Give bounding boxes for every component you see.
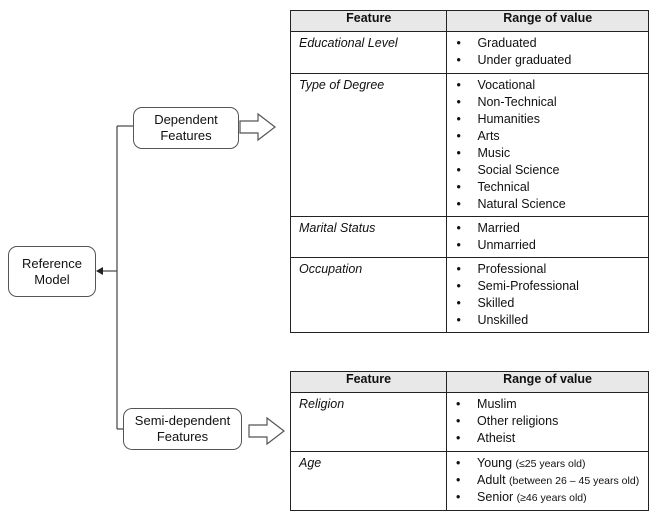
list-item: Non-Technical bbox=[453, 94, 644, 111]
arrowhead-icon bbox=[96, 267, 103, 275]
list-item: Unskilled bbox=[453, 312, 644, 329]
list-item: Professional bbox=[453, 261, 644, 278]
feature-cell: Religion bbox=[289, 392, 448, 452]
table-header-row: Feature Range of value bbox=[289, 10, 649, 32]
age-group-label: Adult bbox=[477, 473, 506, 487]
list-item: Semi-Professional bbox=[453, 278, 644, 295]
table-row: Marital Status Married Unmarried bbox=[289, 216, 649, 258]
values-cell: Graduated Under graduated bbox=[446, 31, 649, 74]
table-row: Type of Degree Vocational Non-Technical … bbox=[289, 73, 649, 217]
dependent-features-label-line2: Features bbox=[160, 128, 212, 143]
age-range-note: (≥46 years old) bbox=[516, 492, 587, 504]
values-cell: Vocational Non-Technical Humanities Arts… bbox=[446, 73, 649, 217]
feature-cell: Occupation bbox=[289, 257, 448, 333]
list-item: Music bbox=[453, 145, 644, 162]
dependent-features-label-line1: Dependent bbox=[154, 112, 218, 127]
feature-cell: Marital Status bbox=[289, 216, 448, 258]
range-column-header: Range of value bbox=[446, 10, 649, 32]
table-header-row: Feature Range of value bbox=[289, 371, 649, 393]
values-cell: Professional Semi-Professional Skilled U… bbox=[446, 257, 649, 333]
semi-dependent-features-table: Feature Range of value Religion Muslim O… bbox=[289, 371, 649, 511]
values-cell: Muslim Other religions Atheist bbox=[446, 392, 649, 452]
list-item: Other religions bbox=[453, 413, 644, 430]
feature-column-header: Feature bbox=[289, 10, 448, 32]
list-item: Vocational bbox=[453, 77, 644, 94]
table-row: Educational Level Graduated Under gradua… bbox=[289, 31, 649, 74]
age-group-label: Young bbox=[477, 456, 513, 470]
list-item: Arts bbox=[453, 128, 644, 145]
list-item: Unmarried bbox=[453, 237, 644, 254]
values-cell: Married Unmarried bbox=[446, 216, 649, 258]
feature-cell: Age bbox=[289, 451, 448, 511]
list-item: Senior (≥46 years old) bbox=[453, 489, 644, 506]
reference-model-label-line2: Model bbox=[34, 271, 70, 287]
dependent-features-table: Feature Range of value Educational Level… bbox=[289, 10, 649, 333]
list-item: Muslim bbox=[453, 396, 644, 413]
range-column-header: Range of value bbox=[446, 371, 649, 393]
list-item: Married bbox=[453, 220, 644, 237]
table-row: Occupation Professional Semi-Professiona… bbox=[289, 257, 649, 333]
list-item: Natural Science bbox=[453, 196, 644, 213]
table-row: Religion Muslim Other religions Atheist bbox=[289, 392, 649, 452]
feature-cell: Type of Degree bbox=[289, 73, 448, 217]
list-item: Social Science bbox=[453, 162, 644, 179]
semi-dependent-features-box: Semi-dependent Features bbox=[123, 408, 242, 450]
list-item: Atheist bbox=[453, 430, 644, 447]
age-range-note: (between 26 – 45 years old) bbox=[509, 475, 640, 487]
reference-model-box: Reference Model bbox=[8, 246, 96, 297]
semi-dependent-features-label-line1: Semi-dependent bbox=[134, 413, 231, 428]
block-arrow-right-icon bbox=[248, 416, 285, 446]
list-item: Humanities bbox=[453, 111, 644, 128]
list-item: Young (≤25 years old) bbox=[453, 455, 644, 472]
list-item: Adult (between 26 – 45 years old) bbox=[453, 472, 644, 489]
dependent-features-box: Dependent Features bbox=[133, 107, 239, 149]
feature-cell: Educational Level bbox=[289, 31, 448, 74]
values-cell: Young (≤25 years old) Adult (between 26 … bbox=[446, 451, 649, 511]
feature-column-header: Feature bbox=[289, 371, 448, 393]
semi-dependent-features-label-line2: Features bbox=[156, 429, 209, 444]
block-arrow-right-icon bbox=[239, 112, 276, 142]
list-item: Under graduated bbox=[453, 52, 644, 69]
list-item: Graduated bbox=[453, 35, 644, 52]
table-row: Age Young (≤25 years old) Adult (between… bbox=[289, 451, 649, 511]
list-item: Skilled bbox=[453, 295, 644, 312]
reference-model-label-line1: Reference bbox=[22, 255, 82, 271]
list-item: Technical bbox=[453, 179, 644, 196]
age-range-note: (≤25 years old) bbox=[515, 458, 586, 470]
age-group-label: Senior bbox=[477, 490, 514, 504]
